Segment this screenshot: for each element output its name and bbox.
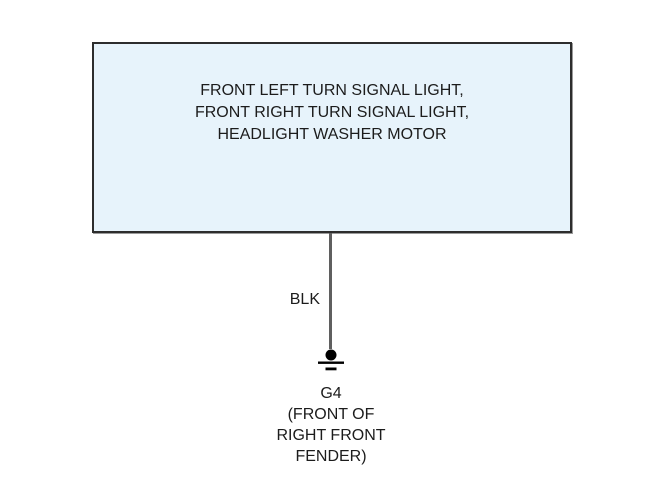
- ground-location-line: RIGHT FRONT: [276, 427, 386, 444]
- ground-dot: [325, 349, 337, 361]
- ground-wire: [329, 233, 332, 349]
- component-box-line: FRONT LEFT TURN SIGNAL LIGHT,: [200, 82, 464, 99]
- ground-symbol-icon: [318, 349, 344, 371]
- ground-bar-long: [318, 361, 344, 364]
- ground-label: G4 (FRONT OF RIGHT FRONT FENDER): [231, 383, 431, 467]
- component-box-line: FRONT RIGHT TURN SIGNAL LIGHT,: [194, 104, 470, 121]
- component-box-label: FRONT LEFT TURN SIGNAL LIGHT, FRONT RIGH…: [94, 80, 570, 146]
- wire-color-label: BLK: [289, 291, 320, 308]
- component-box: FRONT LEFT TURN SIGNAL LIGHT, FRONT RIGH…: [92, 42, 572, 233]
- ground-bar-short: [325, 367, 337, 371]
- ground-id: G4: [320, 385, 342, 402]
- ground-location-line: FENDER): [295, 448, 367, 465]
- component-box-line: HEADLIGHT WASHER MOTOR: [217, 126, 447, 143]
- ground-location-line: (FRONT OF: [287, 406, 375, 423]
